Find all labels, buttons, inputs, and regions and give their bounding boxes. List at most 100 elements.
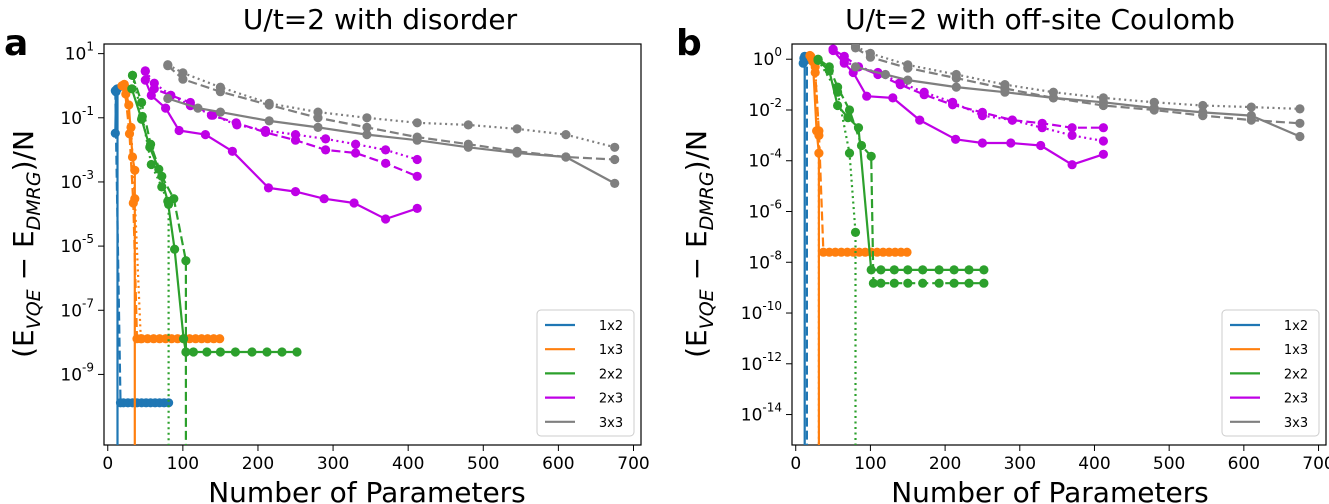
x-tick-label: 200	[929, 454, 961, 474]
data-point-2x2	[813, 55, 823, 65]
data-point-2x2	[850, 227, 861, 237]
panel-b-y-label: (EVQE − EDMRG)/N	[680, 130, 718, 358]
series-line-1x3-solid	[808, 55, 820, 445]
data-point-2x3	[888, 93, 898, 103]
data-point-2x2	[292, 347, 302, 357]
data-point-2x2	[146, 159, 156, 170]
x-tick-label: 600	[542, 454, 574, 474]
data-point-2x3	[839, 57, 849, 67]
data-point-2x2	[964, 265, 974, 275]
data-point-2x2	[918, 265, 928, 275]
panel-a-title: U/t=2 with disorder	[243, 3, 518, 36]
data-point-2x3	[351, 139, 361, 149]
data-point-2x3	[1067, 160, 1077, 170]
data-point-2x2	[934, 265, 944, 275]
data-point-2x2	[170, 244, 180, 254]
series-line-3x3-dashed	[167, 64, 615, 161]
data-point-3x3	[1295, 104, 1305, 114]
data-point-2x2	[188, 347, 198, 357]
data-point-2x2	[277, 347, 287, 357]
data-point-2x2	[979, 278, 989, 288]
panel-b-series-group	[798, 44, 1305, 445]
panel-b-title: U/t=2 with off-site Coulomb	[845, 3, 1235, 36]
data-point-1x3	[126, 122, 136, 132]
data-point-1x2	[164, 398, 174, 408]
data-point-1x3	[121, 89, 131, 99]
series-line-1x3-dotted	[124, 93, 142, 339]
data-point-3x3	[1198, 100, 1208, 111]
data-point-3x3	[362, 122, 372, 132]
data-point-2x2	[215, 347, 225, 357]
data-point-3x3	[313, 122, 323, 132]
data-point-2x2	[979, 265, 989, 275]
x-tick-label: 600	[1228, 454, 1260, 474]
y-tick-label: 10-5	[60, 232, 94, 257]
x-tick-label: 300	[1004, 454, 1036, 474]
data-point-2x3	[321, 145, 331, 155]
data-point-2x2	[247, 347, 257, 357]
data-point-2x2	[137, 97, 147, 108]
data-point-2x3	[1067, 130, 1077, 140]
x-tick-label: 500	[467, 454, 499, 474]
data-point-3x3	[463, 139, 473, 149]
data-point-2x3	[1098, 149, 1108, 159]
data-point-2x2	[934, 278, 944, 288]
data-point-2x2	[157, 171, 167, 181]
data-point-2x3	[290, 187, 301, 197]
legend-label-2x2: 2x2	[599, 367, 623, 382]
data-point-3x3	[951, 69, 961, 80]
y-tick-label: 10-2	[748, 96, 782, 121]
data-point-3x3	[1295, 131, 1305, 142]
data-point-2x3	[1037, 123, 1047, 133]
series-line-2x2-solid	[817, 59, 984, 271]
data-point-2x3	[381, 158, 391, 168]
data-point-2x3	[161, 103, 171, 113]
data-point-3x3	[1246, 102, 1256, 112]
data-point-3x3	[850, 44, 861, 51]
y-tick-label: 101	[65, 40, 94, 65]
data-point-3x3	[512, 146, 522, 156]
data-point-2x3	[1036, 140, 1046, 151]
x-tick-label: 100	[167, 454, 199, 474]
series-line-1x3-dotted	[810, 57, 820, 445]
data-point-2x3	[140, 66, 150, 76]
y-tick-label: 10-9	[60, 360, 94, 385]
legend-box	[1221, 309, 1320, 437]
data-point-3x3	[362, 130, 372, 140]
series-line-1x3-solid	[121, 84, 136, 445]
data-point-3x3	[264, 116, 274, 126]
data-point-3x3	[512, 124, 522, 134]
data-point-3x3	[903, 75, 913, 85]
series-line-2x3-dotted	[144, 70, 418, 161]
data-point-2x3	[1007, 115, 1017, 125]
legend-label-1x3: 1x3	[599, 343, 623, 358]
x-tick-label: 400	[1078, 454, 1110, 474]
series-line-3x3-solid	[167, 97, 616, 185]
x-tick-label: 0	[102, 454, 113, 474]
data-point-1x3	[902, 247, 912, 257]
data-point-2x3	[915, 115, 925, 125]
data-point-2x2	[844, 148, 855, 158]
series-line-2x3-dashed	[144, 70, 418, 178]
data-point-2x2	[824, 62, 834, 72]
legend-label-3x3: 3x3	[1284, 416, 1308, 431]
data-point-2x3	[948, 97, 958, 107]
legend-label-2x2: 2x2	[1284, 367, 1308, 382]
y-tick-label: 100	[753, 45, 782, 70]
data-point-3x3	[610, 154, 620, 165]
data-point-3x3	[561, 130, 571, 140]
data-point-3x3	[163, 93, 173, 104]
x-tick-label: 100	[854, 454, 886, 474]
data-point-2x2	[903, 278, 913, 288]
data-point-2x2	[964, 278, 974, 288]
panel-a-x-label: Number of Parameters	[208, 476, 526, 504]
x-tick-label: 400	[392, 454, 424, 474]
data-point-2x2	[868, 278, 879, 288]
data-point-2x3	[208, 110, 218, 120]
data-point-2x2	[876, 265, 886, 275]
